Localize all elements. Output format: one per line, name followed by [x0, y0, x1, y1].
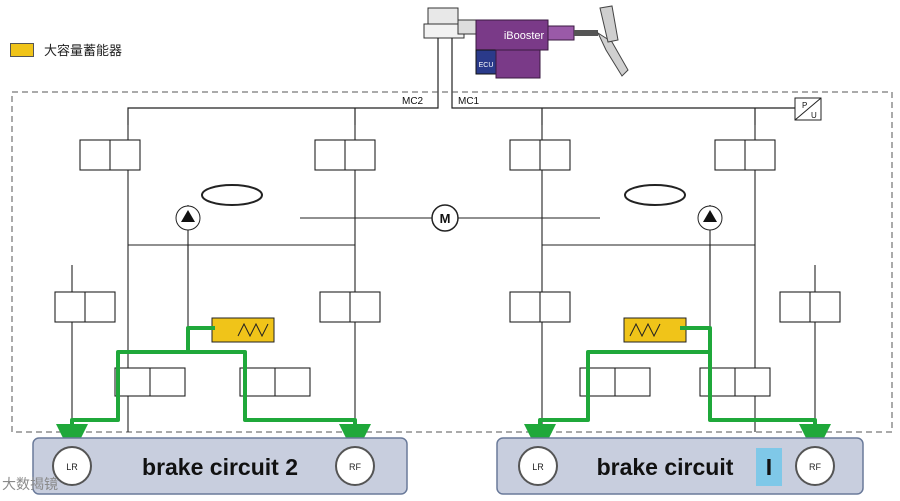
pump-left [175, 184, 263, 231]
svg-text:M: M [440, 211, 451, 226]
outlet-valves [114, 367, 771, 397]
mc1-label: MC1 [458, 96, 480, 107]
accumulator-right [623, 317, 687, 343]
brake-circuit-2-panel: LR RF brake circuit 2 [32, 437, 408, 495]
svg-text:LR: LR [66, 462, 78, 472]
inlet-valves-top [79, 139, 776, 171]
svg-text:U: U [811, 111, 817, 120]
ecu-label: ECU [479, 62, 494, 69]
master-cylinder-lines [127, 38, 795, 125]
wheel-lr-icon [518, 446, 558, 486]
booster-label: iBooster [504, 30, 545, 42]
booster-assembly: iBooster ECU [423, 5, 629, 79]
svg-text:RF: RF [349, 462, 361, 472]
legend-label: 大容量蓄能器 [44, 44, 123, 59]
motor: M [300, 204, 600, 232]
mc2-label: MC2 [402, 96, 424, 107]
pressure-sensor: P U [794, 97, 822, 121]
circuit-1-label: brake circuit [597, 454, 734, 480]
svg-text:RF: RF [809, 462, 821, 472]
wheel-rf-icon [795, 446, 835, 486]
legend: 大容量蓄能器 [10, 40, 122, 59]
svg-text:P: P [802, 101, 807, 110]
middle-valves [54, 291, 841, 323]
circuit-1-highlight: I [766, 454, 772, 480]
brake-circuit-1-panel: LR RF brake circuit I [496, 437, 864, 495]
active-flow-paths [56, 326, 831, 456]
wheel-lr-icon [52, 446, 92, 486]
circuit-2-label: brake circuit 2 [142, 454, 298, 480]
hydraulic-unit-boundary [11, 91, 893, 433]
watermark: 大数揭镜 [2, 477, 58, 493]
accumulator-left [211, 317, 275, 343]
svg-text:LR: LR [532, 462, 544, 472]
pump-right [624, 184, 723, 231]
wheel-rf-icon [335, 446, 375, 486]
legend-swatch [10, 42, 34, 57]
